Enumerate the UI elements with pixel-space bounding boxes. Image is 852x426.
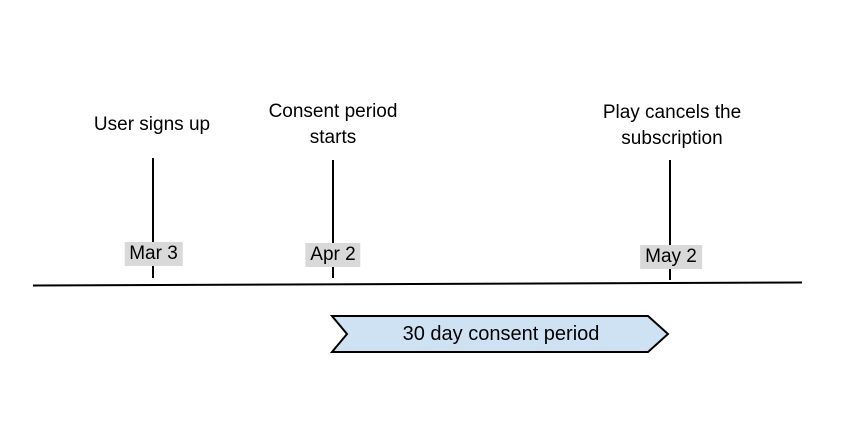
event-title-play-cancels-subscription: Play cancels the subscription bbox=[603, 100, 741, 152]
event-title-user-signs-up: User signs up bbox=[94, 112, 210, 138]
timeline-axis-line bbox=[32, 281, 803, 287]
event-title-line: User signs up bbox=[93, 114, 211, 135]
event-title-line: Play cancels the bbox=[602, 102, 742, 123]
event-title-line: starts bbox=[309, 127, 357, 148]
consent-period-banner-label: 30 day consent period bbox=[402, 323, 600, 345]
date-chip-apr-2: Apr 2 bbox=[305, 243, 361, 267]
date-chip-may-2: May 2 bbox=[640, 245, 702, 269]
consent-period-arrow-shape bbox=[329, 315, 670, 353]
event-title-consent-period-starts: Consent period starts bbox=[269, 99, 398, 151]
event-title-line: subscription bbox=[621, 128, 723, 149]
event-title-line: Consent period bbox=[268, 101, 398, 122]
date-chip-mar-3: Mar 3 bbox=[124, 242, 183, 266]
